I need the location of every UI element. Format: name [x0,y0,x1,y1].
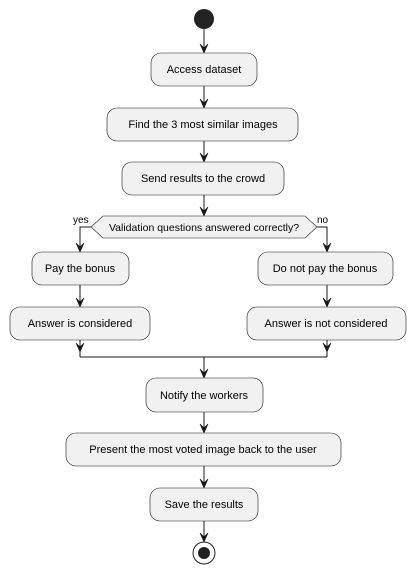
decision-yes-label: yes [73,215,89,226]
activity-pay-bonus-label: Pay the bonus [45,263,116,275]
activity-find-similar-images-label: Find the 3 most similar images [128,119,278,131]
activity-access-dataset: Access dataset [150,52,258,87]
activity-not-pay-bonus: Do not pay the bonus [257,251,394,286]
activity-notify-workers-label: Notify the workers [160,390,249,402]
activity-answer-considered: Answer is considered [9,306,151,341]
end-node [192,541,216,565]
activity-present-voted-image-label: Present the most voted image back to the… [89,444,317,456]
activity-save-results: Save the results [149,487,259,522]
activity-send-results: Send results to the crowd [121,161,285,196]
activity-access-dataset-label: Access dataset [167,64,242,76]
activity-save-results-label: Save the results [165,499,244,511]
decision-question-label: Validation questions answered correctly? [109,222,299,234]
activity-present-voted-image: Present the most voted image back to the… [65,432,342,467]
activity-answer-not-considered: Answer is not considered [246,306,407,341]
activity-not-pay-bonus-label: Do not pay the bonus [273,263,378,275]
activity-pay-bonus: Pay the bonus [31,251,130,286]
activity-answer-considered-label: Answer is considered [28,318,133,330]
edges [75,29,332,543]
activity-answer-not-considered-label: Answer is not considered [265,318,388,330]
decision-no-label: no [317,215,329,226]
activity-find-similar-images: Find the 3 most similar images [106,107,299,142]
start-node [194,9,214,29]
decision-validation: Validation questions answered correctly?… [73,215,329,239]
activity-send-results-label: Send results to the crowd [141,173,265,185]
activity-notify-workers: Notify the workers [145,377,264,413]
